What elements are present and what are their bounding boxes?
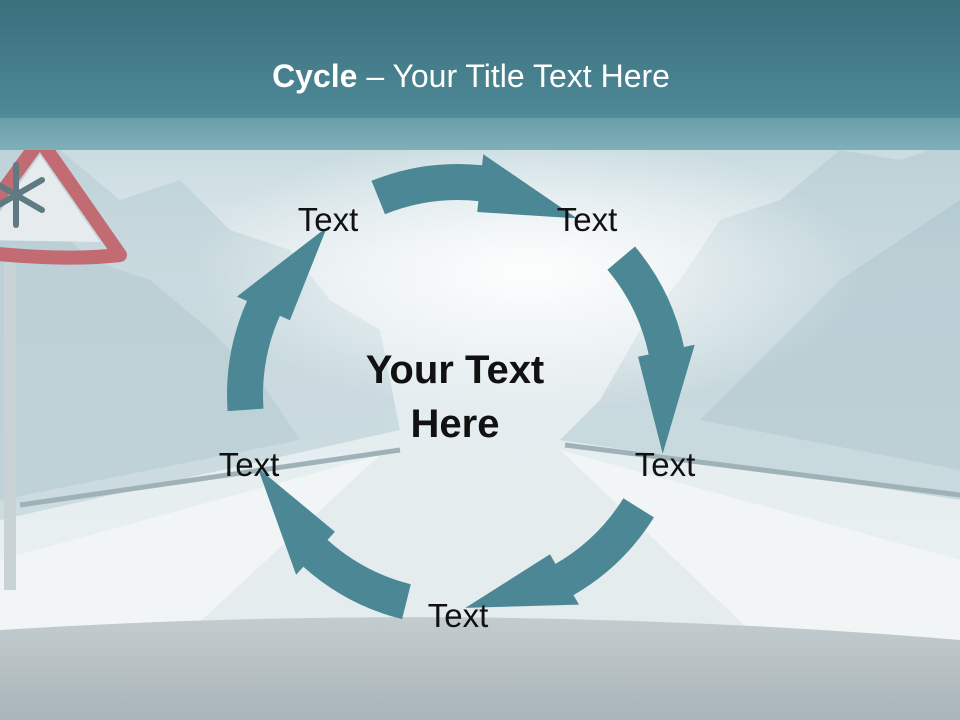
cycle-arrow-right <box>607 246 695 454</box>
cycle-label-bottom: Text <box>427 597 489 634</box>
title-bold: Cycle <box>272 58 358 94</box>
snowflake-icon <box>0 162 45 228</box>
cycle-arrow-bottom-left <box>257 467 411 620</box>
slide-title: Cycle – Your Title Text Here <box>0 52 942 100</box>
car-dashboard <box>0 617 960 720</box>
cycle-arrow-left <box>227 227 327 412</box>
title-rest: – Your Title Text Here <box>357 58 670 94</box>
center-text: Your Text Here <box>325 343 585 451</box>
cycle-arrows <box>227 154 695 620</box>
cycle-label-left: Text <box>218 446 280 483</box>
snow-warning-sign <box>0 133 127 590</box>
center-text-line-1: Your Text <box>365 348 545 392</box>
cycle-arrow-top <box>371 154 578 219</box>
cycle-arrow-bottom-right <box>465 498 654 608</box>
guardrail-left <box>19 447 401 508</box>
cycle-label-top-left: Text <box>297 201 359 238</box>
guardrail-right <box>564 442 960 498</box>
cycle-label-top-right: Text <box>556 201 618 238</box>
center-text-line-2: Here <box>410 402 500 446</box>
cycle-label-right: Text <box>634 446 696 483</box>
